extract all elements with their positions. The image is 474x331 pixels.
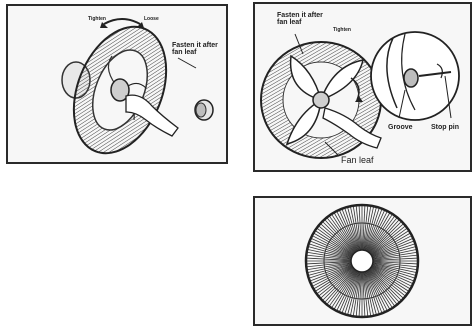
guard-center-badge: [351, 250, 373, 272]
groove-shaft: [404, 69, 418, 87]
fan-assembly-step-1-panel: Tighten Loose Fasten it after fan leaf: [6, 4, 228, 164]
assembled-guard-illustration: [255, 198, 470, 324]
loose-label: Loose: [144, 17, 159, 22]
blade-hub: [313, 92, 329, 108]
stop-pin-label: Stop pin: [431, 124, 459, 131]
fan-assembly-step-3-panel: [253, 196, 472, 326]
fasten-note-label: Fasten it after fan leaf: [172, 42, 218, 57]
tighten-label: Tighten: [88, 17, 106, 22]
fan-leaf-label: Fan leaf: [341, 156, 374, 165]
fan-assembly-step-2-panel: Fasten it after fan leaf Tighten Groove …: [253, 2, 472, 172]
fan-guard-spinner-illustration: [8, 6, 226, 162]
tighten-label: Tighten: [333, 28, 351, 33]
fan-leaf-installation-illustration: [255, 4, 470, 170]
rotation-arrow: [104, 19, 140, 24]
fasten-note-label: Fasten it after fan leaf: [277, 12, 323, 27]
groove-label: Groove: [388, 124, 413, 131]
